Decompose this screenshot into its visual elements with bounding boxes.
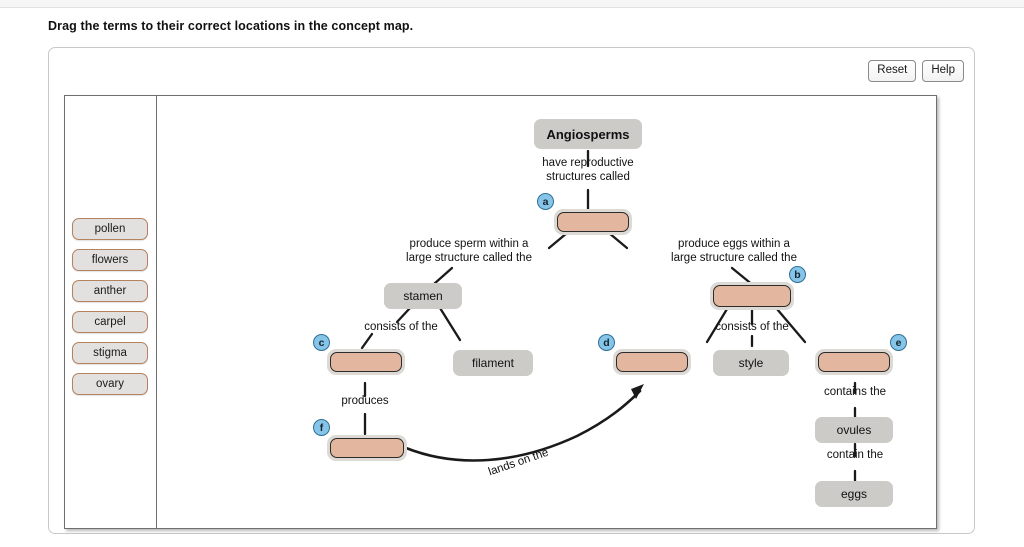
drop-target-f-inner[interactable] xyxy=(330,438,404,458)
drop-target-a[interactable] xyxy=(554,209,632,235)
lands-on-arrowhead xyxy=(631,384,644,399)
term-item-flowers[interactable]: flowers xyxy=(72,249,148,271)
drop-target-b[interactable] xyxy=(710,282,794,310)
marker-e: e xyxy=(890,334,907,351)
term-item-pollen[interactable]: pollen xyxy=(72,218,148,240)
bank-divider xyxy=(156,96,157,528)
drop-target-e-inner[interactable] xyxy=(818,352,890,372)
lands-on-arrow-path xyxy=(404,389,642,462)
edge-label-produces: produces xyxy=(341,395,389,407)
edge-label-consists-right: consists of the xyxy=(715,321,789,333)
marker-f: f xyxy=(313,419,330,436)
help-button[interactable]: Help xyxy=(922,60,964,82)
term-item-anther[interactable]: anther xyxy=(72,280,148,302)
edge-label-consists-left: consists of the xyxy=(364,321,438,333)
edge-label-have-reproductive: have reproductive structures called xyxy=(542,157,634,183)
marker-a: a xyxy=(537,193,554,210)
term-item-stigma[interactable]: stigma xyxy=(72,342,148,364)
node-ovules: ovules xyxy=(815,417,893,443)
edge-label-contain-the: contain the xyxy=(826,449,884,461)
node-angiosperms: Angiosperms xyxy=(534,119,642,149)
page-instruction: Drag the terms to their correct location… xyxy=(48,19,414,33)
drop-target-c-inner[interactable] xyxy=(330,352,402,372)
marker-b: b xyxy=(789,266,806,283)
edge-label-produce-eggs: produce eggs within a large structure ca… xyxy=(671,238,797,264)
drop-target-b-inner[interactable] xyxy=(713,285,791,307)
marker-c: c xyxy=(313,334,330,351)
concept-map-canvas: Angiosperms have reproductive structures… xyxy=(157,96,937,528)
drop-target-d[interactable] xyxy=(613,349,691,375)
node-filament: filament xyxy=(453,350,533,376)
drop-target-e[interactable] xyxy=(815,349,893,375)
edge-label-produce-sperm: produce sperm within a large structure c… xyxy=(406,238,532,264)
node-stamen: stamen xyxy=(384,283,462,309)
reset-button[interactable]: Reset xyxy=(868,60,917,82)
edge-label-contains-the: contains the xyxy=(823,386,886,398)
term-item-ovary[interactable]: ovary xyxy=(72,373,148,395)
browser-top-strip xyxy=(0,0,1024,8)
edge-label-lands-on-the: lands on the xyxy=(487,446,551,479)
drop-target-a-inner[interactable] xyxy=(557,212,629,232)
activity-panel: Reset Help pollen flowers anther carpel … xyxy=(48,47,975,534)
drop-target-d-inner[interactable] xyxy=(616,352,688,372)
node-eggs: eggs xyxy=(815,481,893,507)
term-item-carpel[interactable]: carpel xyxy=(72,311,148,333)
drop-target-c[interactable] xyxy=(327,349,405,375)
node-style: style xyxy=(713,350,789,376)
drop-target-f[interactable] xyxy=(327,435,407,461)
concept-map-panel: pollen flowers anther carpel stigma ovar… xyxy=(64,95,937,529)
term-bank: pollen flowers anther carpel stigma ovar… xyxy=(72,218,152,404)
marker-d: d xyxy=(598,334,615,351)
toolbar: Reset Help xyxy=(868,60,964,82)
